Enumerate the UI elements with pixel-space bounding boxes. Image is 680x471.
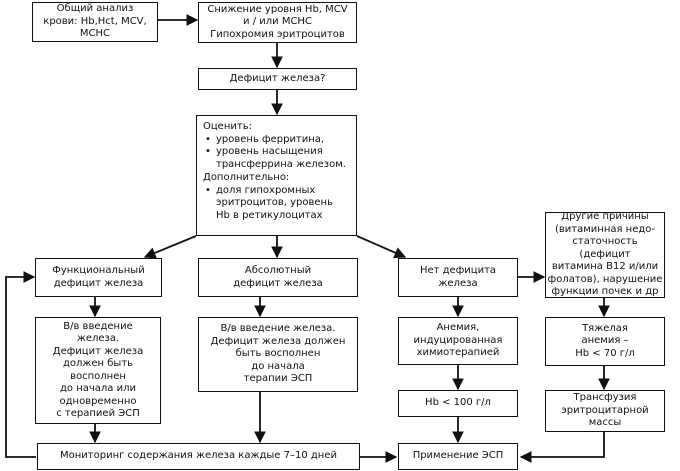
node-no-deficiency-label: Нет дефицита железа <box>419 265 497 289</box>
assess-item: уровень насыщения трансферрина железом. <box>203 146 350 171</box>
node-chemo-anemia: Анемия, индуцированная химиотерапией <box>398 317 518 365</box>
node-other-causes-label: Другие причины (витаминная недо- статочн… <box>547 212 663 298</box>
node-absolute-deficiency: Абсолютный дефицит железа <box>198 258 358 297</box>
node-iron-deficiency-question: Дефицит железа? <box>198 68 357 90</box>
node-transfusion-label: Трансфузия эритроцитарной массы <box>561 392 649 429</box>
node-assess: Оценить: уровень ферритина, уровень насы… <box>196 115 357 236</box>
node-iv-iron-absolute-label: В/в введение железа. Дефицит железа долж… <box>210 323 346 385</box>
node-esa-use: Применение ЭСП <box>398 443 518 470</box>
node-esa-use-label: Применение ЭСП <box>412 450 504 462</box>
node-functional-deficiency-label: Функциональный дефицит железа <box>52 265 145 289</box>
arrow-feedback-loop <box>5 271 36 458</box>
node-hb-threshold-label: Hb < 100 г/л <box>425 397 491 409</box>
node-chemo-anemia-label: Анемия, индуцированная химиотерапией <box>413 322 503 359</box>
arrow-transfusion-to-esa <box>519 432 605 463</box>
assess-item: уровень ферритина, <box>203 134 350 147</box>
node-hb-threshold: Hb < 100 г/л <box>398 390 518 417</box>
node-iv-iron-absolute: В/в введение железа. Дефицит железа долж… <box>198 317 358 392</box>
node-severe-anemia-label: Тяжелая анемия – Hb < 70 г/л <box>575 322 635 359</box>
node-iv-iron-functional: В/в введение железа. Дефицит железа долж… <box>35 317 161 424</box>
node-monitoring-label: Мониторинг содержания железа каждые 7–10… <box>60 450 337 462</box>
node-reduced-levels: Снижение уровня Hb, MCV и / или MCHC Гип… <box>198 2 357 43</box>
node-blood-test: Общий анализ крови: Hb,Hct, MCV, MCHC <box>32 2 158 42</box>
assess-additional-item: доля гипохромных эритроцитов, уровень Hb… <box>203 185 350 223</box>
node-monitoring: Мониторинг содержания железа каждые 7–10… <box>37 443 360 470</box>
node-transfusion: Трансфузия эритроцитарной массы <box>545 390 665 432</box>
assess-additional-list: доля гипохромных эритроцитов, уровень Hb… <box>203 185 350 223</box>
node-reduced-levels-label: Снижение уровня Hb, MCV и / или MCHC Гип… <box>207 3 348 40</box>
node-absolute-deficiency-label: Абсолютный дефицит железа <box>233 265 323 289</box>
assess-additional-title: Дополнительно: <box>203 172 290 183</box>
node-iron-deficiency-question-label: Дефицит железа? <box>229 72 326 84</box>
node-iv-iron-functional-label: В/в введение железа. Дефицит железа долж… <box>52 320 144 420</box>
node-no-deficiency: Нет дефицита железа <box>398 258 518 297</box>
node-blood-test-label: Общий анализ крови: Hb,Hct, MCV, MCHC <box>43 3 147 40</box>
node-other-causes: Другие причины (витаминная недо- статочн… <box>545 212 665 298</box>
node-severe-anemia: Тяжелая анемия – Hb < 70 г/л <box>545 317 665 366</box>
node-functional-deficiency: Функциональный дефицит железа <box>35 258 162 297</box>
arrow-assess-to-none <box>356 235 407 259</box>
assess-list: уровень ферритина, уровень насыщения тра… <box>203 134 350 172</box>
assess-title: Оценить: <box>203 121 252 132</box>
arrow-assess-to-functional <box>143 235 197 259</box>
